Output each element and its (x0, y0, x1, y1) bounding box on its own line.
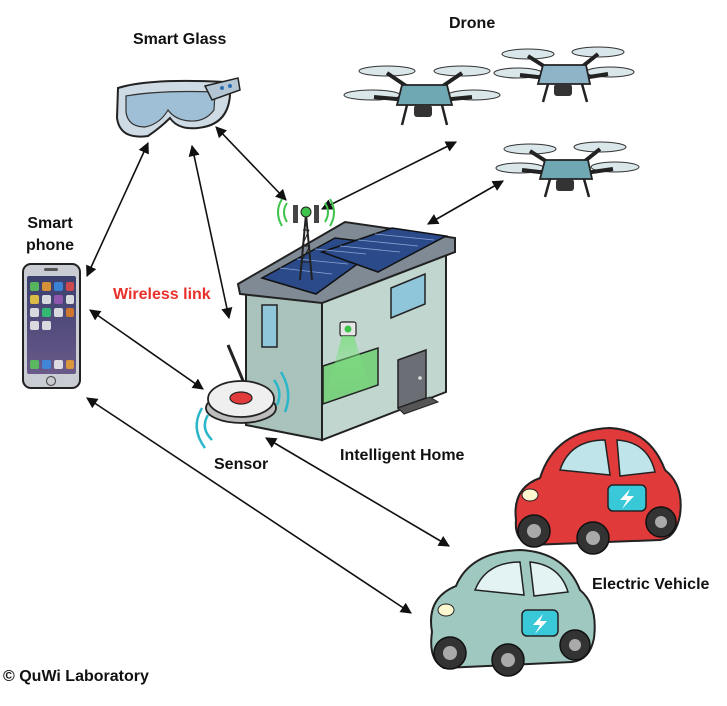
drone-icon (493, 46, 635, 103)
smart-glass-label: Smart Glass (133, 31, 227, 48)
arrow-glass-phone (86, 141, 149, 278)
arrow-antenna-drone1 (320, 141, 458, 210)
antenna-icon (277, 198, 335, 281)
arrow-phone-sensor (89, 309, 204, 390)
arrow-sensor-ev (265, 437, 450, 547)
smart-phone-label: Smart phone (20, 213, 80, 257)
arrow-phone-ev (86, 397, 412, 614)
sensor-label: Sensor (214, 456, 269, 473)
wireless-link-label: Wireless link (113, 286, 211, 303)
electric-car-icon (430, 548, 596, 677)
electric-car-icon (514, 426, 682, 555)
arrow-glass-sensor (188, 144, 233, 320)
sensor-icon (195, 344, 290, 449)
drone-icon (343, 65, 501, 126)
arrow-house-drone2 (427, 180, 504, 225)
arrow-glass-antenna (215, 126, 287, 201)
electric-vehicle-label: Electric Vehicle (592, 576, 710, 593)
drone-label: Drone (449, 15, 496, 32)
smart-phone-label-line1: Smart (27, 215, 73, 232)
smartphone-icon (22, 263, 81, 389)
smart-glass-icon (115, 77, 241, 138)
intelligent-home-label: Intelligent Home (340, 447, 465, 464)
smart-phone-label-line2: phone (26, 237, 74, 254)
copyright-label: © QuWi Laboratory (3, 668, 149, 685)
arrows (86, 126, 504, 614)
drone-icon (495, 141, 640, 198)
